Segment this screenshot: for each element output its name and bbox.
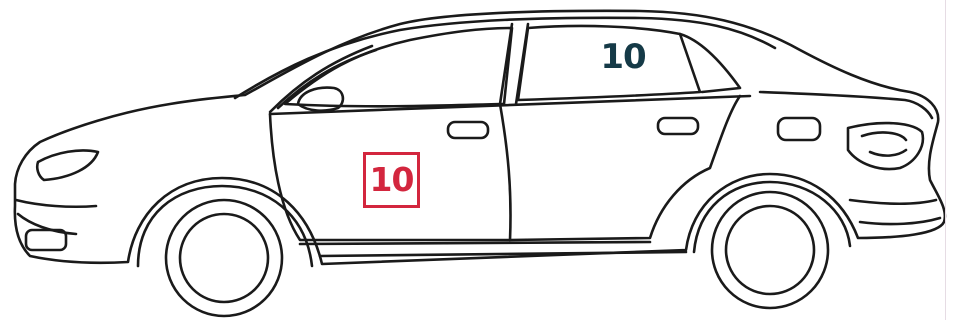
trunk-line <box>760 92 932 118</box>
rear-bumper <box>850 200 940 224</box>
tail-light <box>848 123 923 169</box>
fuel-cap <box>778 118 820 140</box>
front-window <box>285 28 512 106</box>
rear-wheel <box>694 182 850 308</box>
rear-window-count-label: 10 <box>597 36 649 78</box>
front-door-count-label[interactable]: 10 <box>363 152 420 208</box>
tail-light-inner <box>862 133 906 156</box>
headlight <box>37 150 98 180</box>
front-door-handle <box>448 122 488 138</box>
front-wheel <box>138 186 312 316</box>
side-mirror <box>298 88 343 111</box>
right-edge-divider <box>945 0 946 320</box>
a-pillar-inner <box>278 50 376 108</box>
rear-door-handle <box>658 118 698 134</box>
rocker-panel <box>300 242 686 256</box>
rear-door-outline <box>510 96 740 240</box>
